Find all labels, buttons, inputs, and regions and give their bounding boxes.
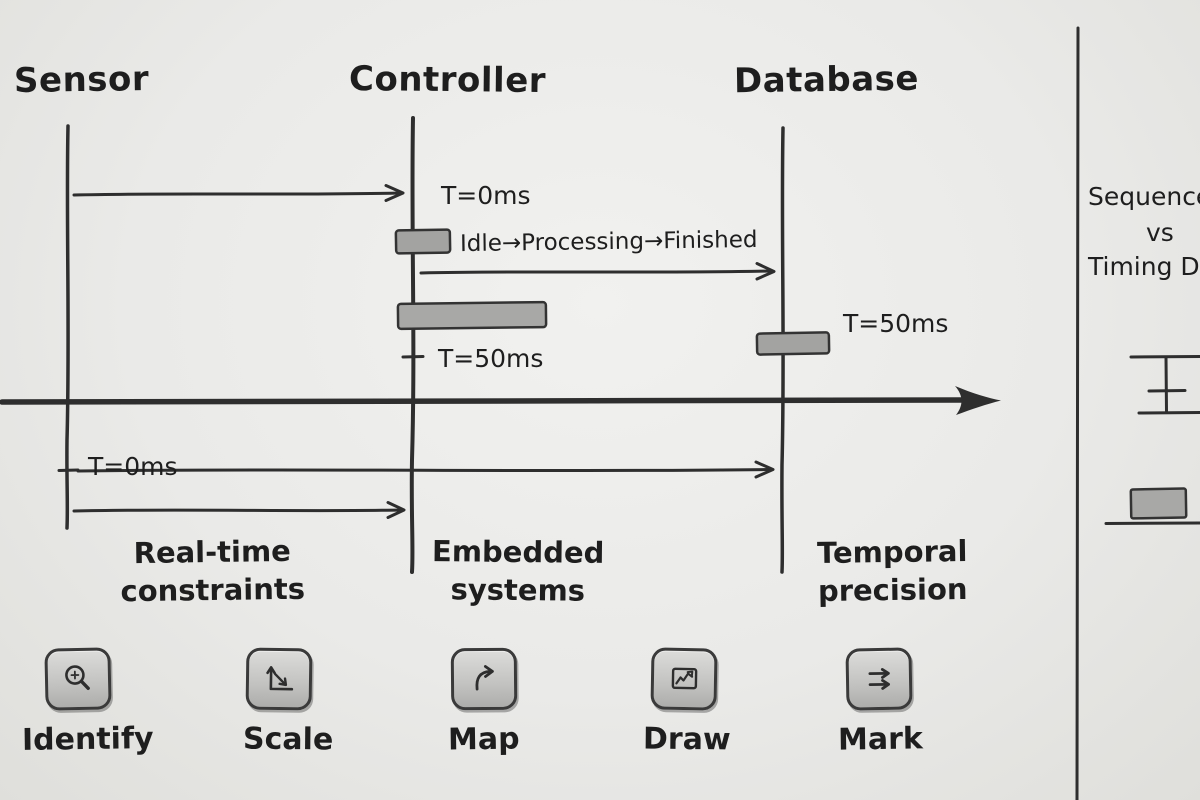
label-t0-bottom: T=0ms [88, 452, 178, 481]
mini-chart-icon [671, 667, 698, 690]
concept-line: Embedded [431, 534, 605, 570]
tool-tile-map [450, 647, 518, 711]
tool-label-draw: Draw [642, 721, 731, 758]
database-lifeline [780, 126, 785, 574]
concept-line: constraints [120, 571, 306, 608]
label-t0-top: T=0ms [441, 181, 531, 210]
concept-line: precision [817, 571, 968, 608]
lifeline-label-controller: Controller [348, 58, 547, 102]
side-panel-title-line3: Timing Di [1088, 252, 1200, 281]
concept-line: systems [450, 571, 586, 608]
arrow-sensor-to-database [76, 460, 775, 479]
concept-temporal-precision: Temporal precision [799, 533, 985, 611]
arrow-sensor-to-controller-top [72, 184, 405, 202]
panel-divider-line [1075, 26, 1080, 800]
label-state-flow: Idle→Processing→Finished [459, 226, 758, 258]
tick-sensor-t0 [57, 468, 80, 472]
label-t50-database: T=50ms [843, 309, 949, 338]
arrow-sensor-to-controller-bottom [72, 501, 406, 519]
concept-embedded-systems: Embedded systems [428, 533, 609, 610]
double-arrow-icon [868, 668, 890, 690]
label-t50-controller: T=50ms [438, 344, 544, 373]
arrow-controller-to-database [419, 262, 776, 281]
tool-tile-scale [245, 647, 313, 711]
concept-realtime-constraints: Real-time constraints [114, 533, 310, 611]
sensor-lifeline [65, 124, 70, 530]
tool-label-identify: Identify [21, 721, 154, 758]
tool-label-scale: Scale [242, 721, 334, 758]
axes-icon [266, 666, 294, 691]
tool-tile-identify [44, 647, 112, 711]
concept-line: Real-time [133, 533, 292, 571]
tool-label-map: Map [447, 721, 520, 758]
tick-controller-t50 [401, 355, 425, 359]
activation-box-controller-small [394, 228, 452, 255]
lifeline-label-database: Database [733, 58, 920, 102]
tool-label-mark: Mark [837, 721, 924, 758]
activation-box-controller-wide [396, 300, 548, 331]
time-axis-arrow [0, 386, 1001, 415]
lifeline-label-sensor: Sensor [13, 59, 150, 101]
mini-sequence-glyph [1129, 355, 1200, 415]
side-panel-title-line2: vs [1146, 218, 1174, 247]
mini-timing-glyph [1104, 487, 1200, 525]
tool-tile-mark [845, 647, 913, 711]
tool-tile-draw [650, 647, 718, 711]
controller-lifeline [409, 116, 416, 574]
magnifier-icon [65, 665, 90, 690]
curved-arrow-icon [475, 665, 494, 691]
side-panel-title-line1: Sequence [1088, 182, 1200, 211]
concept-line: Temporal [816, 533, 968, 571]
activation-box-database [755, 331, 831, 356]
